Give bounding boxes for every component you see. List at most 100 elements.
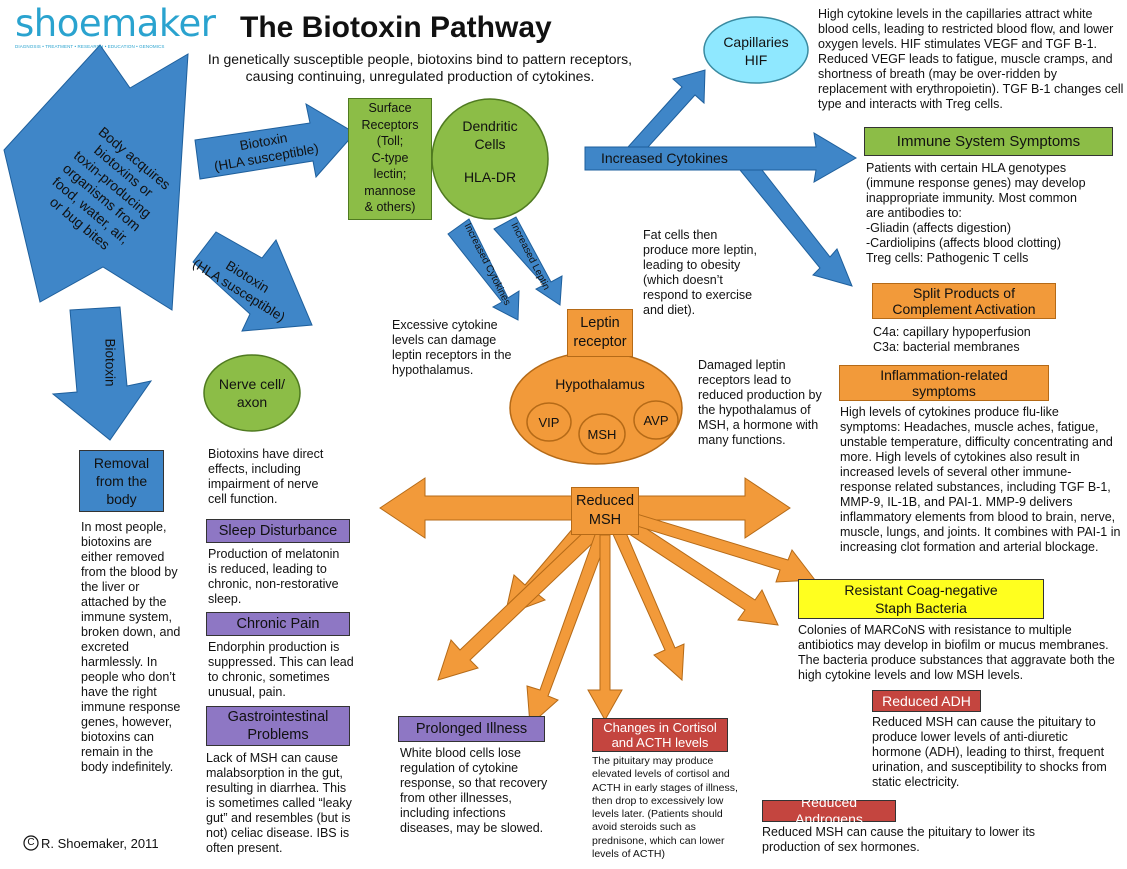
split-products-text: C4a: capillary hypoperfusion C3a: bacter… <box>873 325 1103 355</box>
immune-line-5: -Gliadin (affects digestion) <box>866 221 1011 235</box>
cortisol-acth-text: The pituitary may produce elevated level… <box>592 755 738 861</box>
inflammation-title-line-1: Inflammation-related <box>880 367 1008 383</box>
reduced-adh-header: Reduced ADH <box>872 690 981 712</box>
immune-line-1: Patients with certain HLA genotypes <box>866 161 1067 175</box>
inflammation-title-line-2: symptoms <box>912 383 976 399</box>
prolonged-illness-header: Prolonged Illness <box>398 716 545 742</box>
reduced-androgens-text: Reduced MSH can cause the pituitary to l… <box>762 825 1036 854</box>
split-title-line-1: Split Products of <box>913 285 1015 301</box>
surface-receptors-line-2: Receptors <box>361 117 419 132</box>
nerve-cell-label: Nerve cell/ axon <box>204 375 300 411</box>
surface-receptors-line-5: lectin; <box>373 167 407 181</box>
biotoxin-down-arrow <box>51 306 153 441</box>
marcons-title-line-1: Resistant Coag-negative <box>844 582 998 598</box>
reduced-adh-text: Reduced MSH can cause the pituitary to p… <box>872 715 1107 789</box>
surface-receptors-box: Surface Receptors (Toll; C-type lectin; … <box>348 98 432 220</box>
increased-cytokines-small-arrow <box>447 218 520 321</box>
marcons-text: Colonies of MARCoNS with resistance to m… <box>798 623 1115 682</box>
surface-receptors-line-3: (Toll; <box>376 134 404 148</box>
nerve-cell-line-2: axon <box>236 394 268 410</box>
damaged-leptin-text: Damaged leptin receptors lead to reduced… <box>698 358 822 447</box>
sleep-disturbance-text: Production of melatonin is reduced, lead… <box>208 547 340 606</box>
split-line-2: C3a: bacterial membranes <box>873 340 1020 354</box>
dendritic-line-2: Cells <box>474 136 506 152</box>
immune-line-3: inappropriate immunity. Most common <box>866 191 1077 205</box>
sleep-disturbance-header: Sleep Disturbance <box>206 519 350 543</box>
copyright-circle <box>23 835 39 851</box>
capillaries-line-1: Capillaries <box>723 34 789 50</box>
copyright-symbol: C <box>27 837 35 848</box>
big-entry-arrow <box>3 44 189 311</box>
logo: shoemaker DIAGNOSIS • TREATMENT • RESEAR… <box>15 2 216 50</box>
logo-tagline: DIAGNOSIS • TREATMENT • RESEARCH • EDUCA… <box>15 44 165 49</box>
split-title-line-2: Complement Activation <box>892 301 1036 317</box>
split-products-branch-arrow <box>738 169 853 287</box>
leptin-receptor-box: Leptin receptor <box>567 309 633 357</box>
nerve-cell-text: Biotoxins have direct effects, including… <box>208 447 324 506</box>
immune-line-2: (immune response genes) may develop <box>866 176 1086 190</box>
dendritic-line-1: Dendritic <box>462 118 518 134</box>
split-products-header: Split Products of Complement Activation <box>872 283 1056 319</box>
subtitle-line-2: causing continuing, unregulated producti… <box>245 68 595 84</box>
leptin-receptor-line-1: Leptin <box>580 315 620 331</box>
removal-title-line-3: body <box>106 491 137 507</box>
surface-receptors-line-1: Surface <box>368 101 412 115</box>
biotoxin-down-label: Biotoxin <box>102 338 118 387</box>
biotoxin-lower-arrow <box>192 231 313 332</box>
logo-word: shoemaker <box>15 2 216 45</box>
surface-receptors-line-7: & others) <box>364 200 416 214</box>
marcons-title-line-2: Staph Bacteria <box>875 600 967 616</box>
surface-receptors-line-6: mannose <box>364 183 416 198</box>
gi-title-line-1: Gastrointestinal <box>227 709 329 725</box>
increased-cytokines-label: Increased Cytokines <box>601 150 728 166</box>
dendritic-cells-label: Dendritic Cells HLA-DR <box>440 117 540 186</box>
vip-label: VIP <box>538 415 560 430</box>
reduced-msh-arrows <box>379 477 816 727</box>
hypothalamus-label: Hypothalamus <box>555 376 645 392</box>
avp-circle <box>633 400 679 440</box>
capillaries-shape <box>703 16 809 84</box>
biotoxin-upper-arrow <box>194 102 356 180</box>
chronic-pain-header: Chronic Pain <box>206 612 350 636</box>
immune-line-4: are antibodies to: <box>866 206 962 220</box>
cortisol-title-line-1: Changes in Cortisol <box>603 720 717 735</box>
msh-label: MSH <box>587 427 617 442</box>
immune-symptoms-header: Immune System Symptoms <box>864 127 1113 156</box>
gi-title-line-2: Problems <box>247 727 309 743</box>
leptin-receptor-line-2: receptor <box>573 334 627 350</box>
immune-line-6: -Cardiolipins (affects blood clotting) <box>866 236 1062 250</box>
prolonged-illness-text: White blood cells lose regulation of cyt… <box>400 746 548 835</box>
excessive-cytokine-text: Excessive cytokine levels can damage lep… <box>392 318 512 377</box>
subtitle-line-1: In genetically susceptible people, bioto… <box>207 51 633 67</box>
capillaries-line-2: HIF <box>744 52 768 68</box>
removal-text: In most people, biotoxins are either rem… <box>81 520 181 774</box>
inflammation-header: Inflammation-related symptoms <box>839 365 1049 401</box>
copyright-text: R. Shoemaker, 2011 <box>41 836 159 851</box>
capillaries-label: Capillaries HIF <box>705 33 807 69</box>
cortisol-acth-header: Changes in Cortisol and ACTH levels <box>592 718 728 752</box>
dendritic-cells-shape <box>431 98 549 220</box>
removal-title-line-1: Removal <box>93 455 150 471</box>
fat-cells-text: Fat cells then produce more leptin, lead… <box>643 228 757 317</box>
page-title: The Biotoxin Pathway <box>240 11 552 44</box>
chronic-pain-text: Endorphin production is suppressed. This… <box>208 640 354 699</box>
vip-circle <box>526 402 572 442</box>
dendritic-line-3: HLA-DR <box>463 169 517 185</box>
cortisol-title-line-2: and ACTH levels <box>611 735 709 750</box>
gi-problems-header: Gastrointestinal Problems <box>206 706 350 746</box>
marcons-header: Resistant Coag-negative Staph Bacteria <box>798 579 1044 619</box>
msh-circle <box>578 413 626 455</box>
increased-leptin-small-arrow <box>493 216 563 306</box>
avp-label: AVP <box>643 413 669 428</box>
removal-title-box: Removal from the body <box>79 450 164 512</box>
immune-line-7: Treg cells: Pathogenic T cells <box>866 251 1029 265</box>
gi-problems-text: Lack of MSH can cause malabsorption in t… <box>206 751 352 855</box>
reduced-msh-line-1: Reduced <box>575 493 635 509</box>
surface-receptors-line-4: C-type <box>371 150 409 165</box>
reduced-msh-line-2: MSH <box>588 512 622 528</box>
capillaries-text: High cytokine levels in the capillaries … <box>818 7 1124 111</box>
nerve-cell-line-1: Nerve cell/ <box>218 376 286 392</box>
capillaries-branch-arrow <box>626 69 706 148</box>
